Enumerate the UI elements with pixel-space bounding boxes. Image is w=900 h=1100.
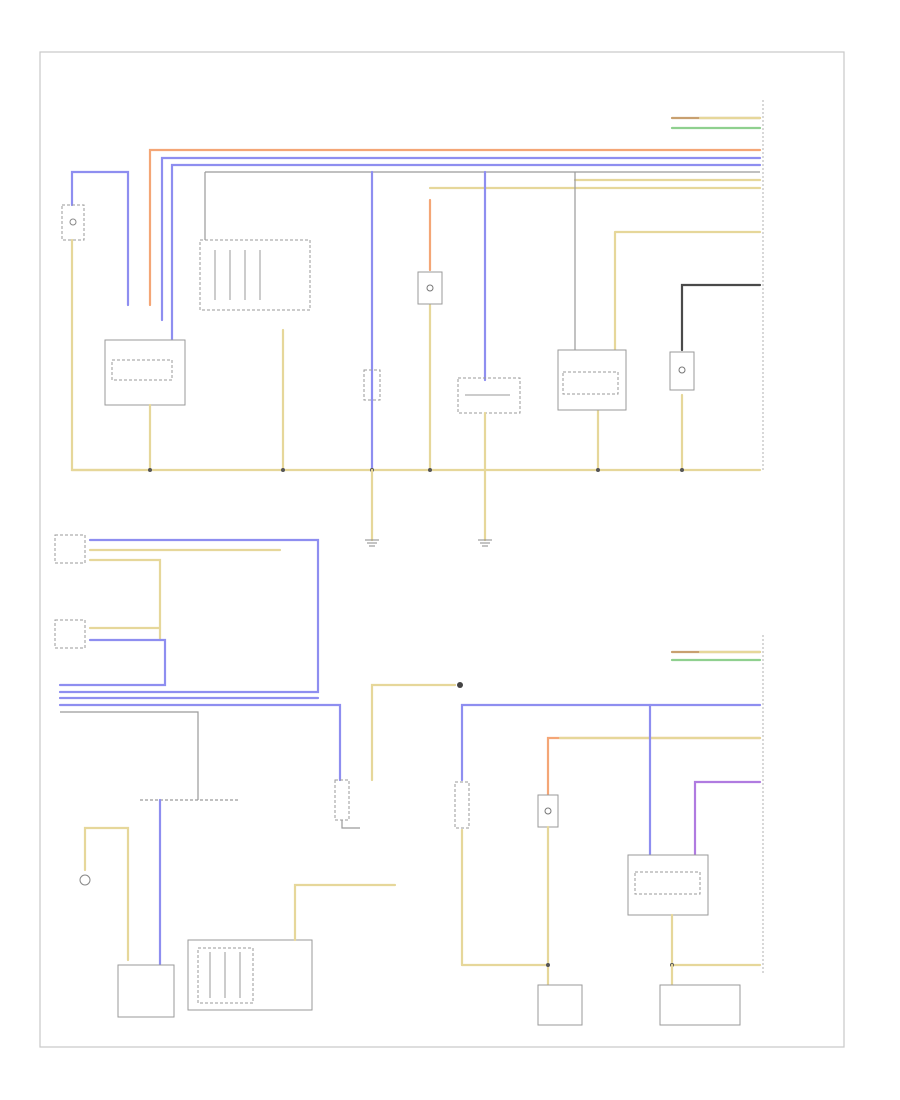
module-right-1 — [557, 349, 627, 411]
junction-4 — [428, 468, 432, 472]
junction-6 — [680, 468, 684, 472]
bulb-icon — [79, 874, 91, 886]
relay-box — [417, 271, 443, 305]
wire-switch-ground — [341, 820, 360, 829]
wire-gray-bus-left — [60, 711, 199, 800]
switch-contact-icon — [69, 218, 77, 226]
relay-bottom — [537, 794, 559, 828]
wire-violet-right — [693, 780, 762, 857]
lamp-assembly — [187, 939, 313, 1011]
module-right-1-pins — [562, 371, 619, 395]
lamp-box-right — [659, 984, 741, 1026]
component-dashed-mid — [457, 377, 521, 414]
wire-blue-left-lower — [58, 638, 167, 687]
wire-yellow-left-branch — [88, 558, 162, 642]
switch-bottom-right — [454, 781, 470, 829]
junction-2 — [281, 468, 285, 472]
wire-blue-bus-2 — [170, 163, 762, 342]
wire-black-right — [680, 283, 762, 352]
wire-orange-bus — [148, 148, 762, 307]
wire-blue-bus-left-2 — [58, 703, 342, 782]
module-headlight-switch — [104, 339, 186, 406]
module-right-2 — [669, 351, 695, 391]
lamp-box-left — [537, 984, 583, 1026]
wire-blue-bus-1 — [160, 156, 762, 322]
connector-icon — [457, 682, 463, 688]
ground-symbol-a — [365, 539, 379, 547]
module-headlight-switch-pins — [111, 359, 173, 381]
control-block-array — [199, 239, 311, 311]
junction-1 — [148, 468, 152, 472]
wire-yellow-bottom-left — [83, 826, 130, 962]
switch-mid — [363, 369, 381, 401]
switch-top-left — [61, 204, 85, 241]
wire-yellow-right — [613, 230, 762, 352]
wire-blue-left-upper — [58, 538, 320, 694]
wire-yellow-bottom-right-3 — [670, 913, 762, 967]
wire-orange-bottom — [546, 736, 762, 797]
ground-symbol-b — [478, 539, 492, 547]
wire-yellow-mid-route — [370, 683, 457, 782]
module-right-2-icon — [678, 366, 686, 374]
junction-5 — [596, 468, 600, 472]
lamp-assembly-pins — [197, 947, 254, 1004]
relay-bottom-icon — [544, 807, 552, 815]
diagram-frame — [39, 51, 845, 1048]
junction-bottom-1 — [546, 963, 550, 967]
module-bottom-right — [627, 854, 709, 916]
switch-left-lower — [54, 619, 86, 649]
module-bottom-right-pins — [634, 871, 701, 895]
module-bottom-left — [117, 964, 175, 1018]
wire-blue-bottom-right — [460, 703, 762, 782]
switch-middle-small — [334, 779, 350, 821]
wire-blue-left-loop — [70, 170, 130, 307]
switch-left-upper — [54, 534, 86, 564]
relay-coil-icon — [426, 284, 434, 292]
wire-yellow-lamp — [293, 883, 397, 942]
